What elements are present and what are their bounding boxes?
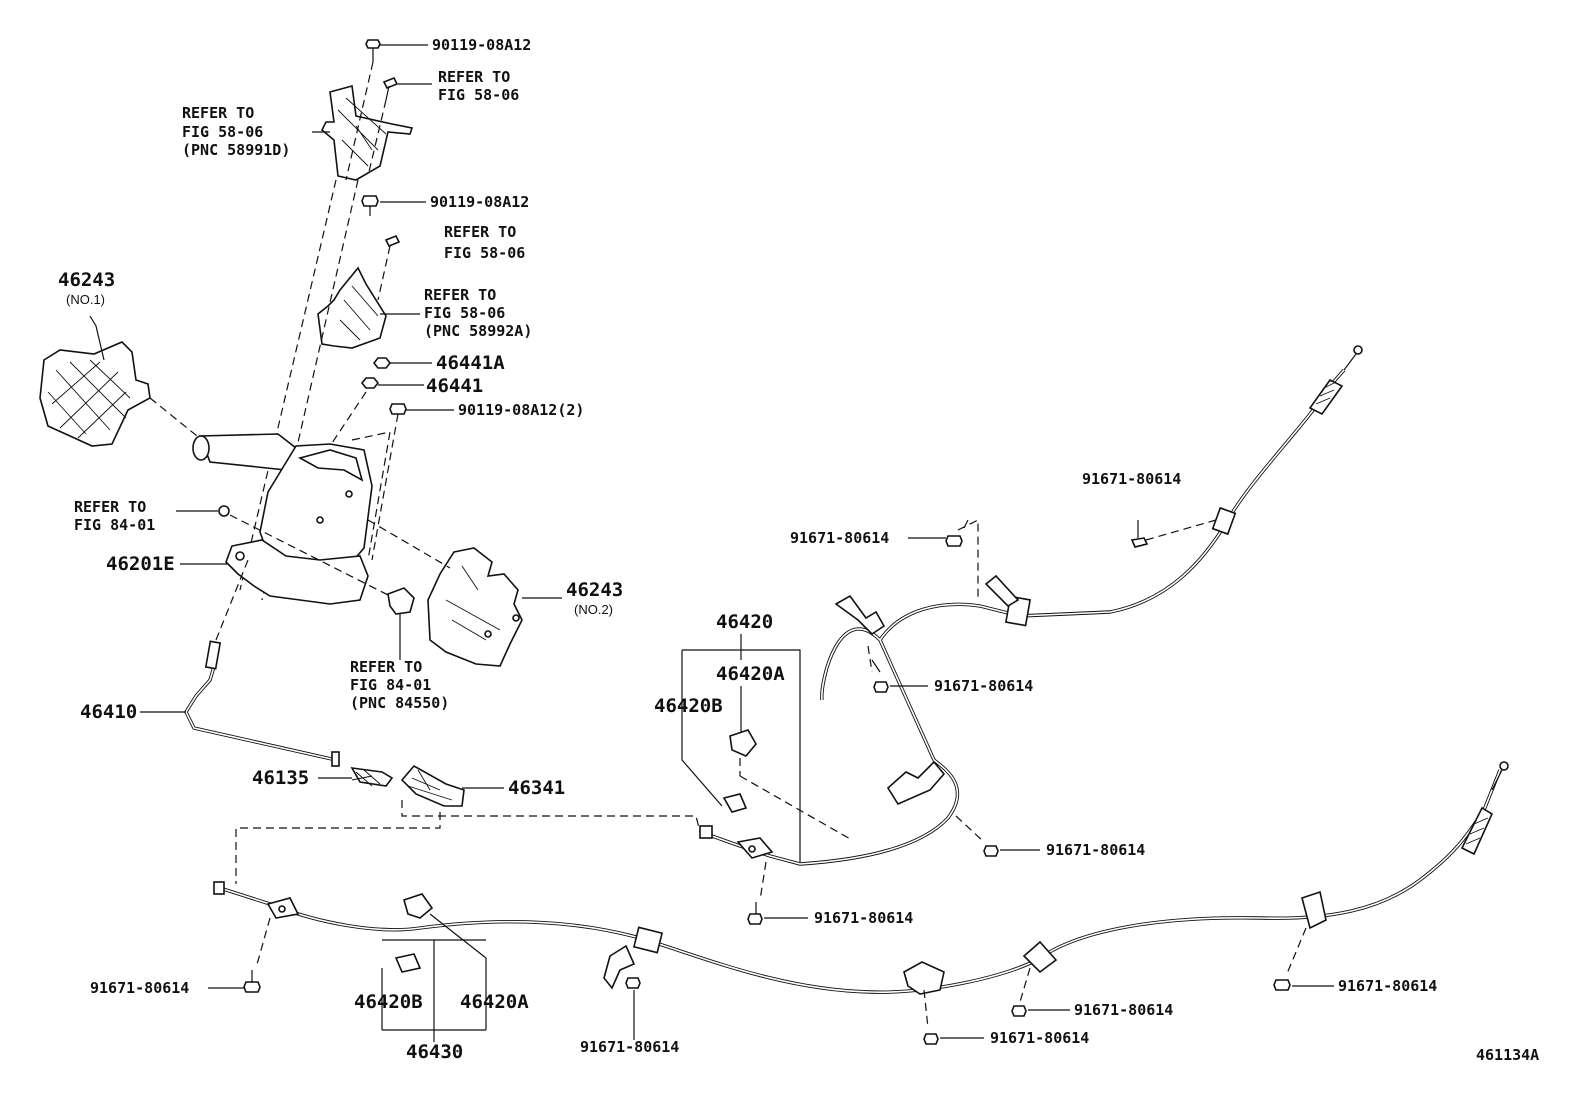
label-refer-84b-1: REFER TO [350,658,422,676]
refer-84-01-clip[interactable] [176,505,395,599]
bolt-right-mid[interactable] [867,645,928,693]
bolt-left-5[interactable] [1273,927,1334,991]
label-bolt-lever: 90119-08A12(2) [458,401,584,419]
front-cable[interactable] [140,559,340,767]
equalizer-46135[interactable] [318,766,394,787]
label-bolt-top: 90119-08A12 [432,36,531,54]
bolt-right-lower[interactable] [955,815,1040,857]
console-cover-no1[interactable] [39,315,203,447]
clip-46420A-right[interactable] [729,729,853,841]
label-refer-84-2: FIG 84-01 [74,516,155,534]
label-refer-brk-1: REFER TO [424,286,496,304]
label-cable-right: 46420 [716,611,773,633]
switch-clip[interactable] [387,587,415,660]
label-refer-left-2: FIG 58-06 [182,123,263,141]
label-cover-no2: 46243 [566,579,623,601]
label-refer-84b-3: (PNC 84550) [350,694,449,712]
label-part-46135: 46135 [252,767,309,789]
lever-bolt[interactable] [371,403,454,561]
label-refer-top-1: REFER TO [438,68,510,86]
label-front-cable: 46410 [80,701,137,723]
clip-46420B-left[interactable] [381,953,422,1030]
lower-bracket[interactable] [317,266,420,349]
label-refer-84b-2: FIG 84-01 [350,676,431,694]
label-clip-46420A-left: 46420A [460,991,529,1013]
bolt-left-1[interactable] [208,917,271,993]
label-cover-no1-sub: (NO.1) [66,292,105,307]
label-bolt-right-4: 91671-80614 [1046,841,1145,859]
bolt-left-4[interactable] [1011,967,1070,1017]
label-refer-left-1: REFER TO [182,104,254,122]
clip-46420A-left[interactable] [403,893,487,1030]
label-nut-46441: 46441 [426,375,483,397]
label-bolt-right-2: 91671-80614 [790,529,889,547]
label-refer-brk-3: (PNC 58992A) [424,322,532,340]
label-bolt-left-2: 91671-80614 [580,1038,679,1056]
label-part-46341: 46341 [508,777,565,799]
label-lever: 46201E [106,553,175,575]
label-refer-mid-2: FIG 58-06 [444,244,525,262]
figure-id: 461134A [1476,1046,1539,1064]
label-bolt-left-3: 91671-80614 [990,1029,1089,1047]
rear-cable-right[interactable] [699,345,1363,866]
console-cover-no2[interactable] [367,519,562,667]
bolt-left-3[interactable] [923,989,984,1045]
label-refer-84-1: REFER TO [74,498,146,516]
label-clip-46420B-left: 46420B [354,991,423,1013]
label-nut-46441A: 46441A [436,352,505,374]
nut-46441A[interactable] [372,357,432,369]
left-cable-bracket-lines [382,939,486,1042]
bolt-right-upper[interactable] [1130,519,1217,548]
label-bolt-right-5: 91671-80614 [814,909,913,927]
label-clip-46420A-right: 46420A [716,663,785,685]
label-bolt-mid: 90119-08A12 [430,193,529,211]
middle-bolt[interactable] [361,195,426,216]
label-bolt-left-1: 91671-80614 [90,979,189,997]
label-cover-no1: 46243 [58,269,115,291]
label-clip-46420B-right: 46420B [654,695,723,717]
middle-screw[interactable] [377,234,401,301]
equalizer-46341[interactable] [400,764,504,807]
right-cable-bracket-lines [681,634,801,862]
label-refer-left-3: (PNC 58991D) [182,141,290,159]
top-bolt[interactable] [365,39,428,62]
nut-46441[interactable] [360,377,424,389]
label-refer-top-2: FIG 58-06 [438,86,519,104]
label-cable-left: 46430 [406,1041,463,1063]
upper-bracket[interactable] [312,84,414,181]
label-bolt-right-3: 91671-80614 [934,677,1033,695]
label-bolt-left-4: 91671-80614 [1074,1001,1173,1019]
label-bolt-left-5: 91671-80614 [1338,977,1437,995]
bolt-left-2[interactable] [625,977,641,1040]
parking-brake-lever[interactable] [180,433,373,605]
bolt-right-bracket[interactable] [908,519,969,547]
clip-46420B-right[interactable] [722,793,748,813]
label-refer-mid-1: REFER TO [444,223,516,241]
top-right-screw[interactable] [382,76,432,101]
label-bolt-right-1: 91671-80614 [1082,470,1181,488]
label-cover-no2-sub: (NO.2) [574,602,613,617]
label-refer-brk-2: FIG 58-06 [424,304,505,322]
bolt-right-bottom[interactable] [747,861,808,925]
